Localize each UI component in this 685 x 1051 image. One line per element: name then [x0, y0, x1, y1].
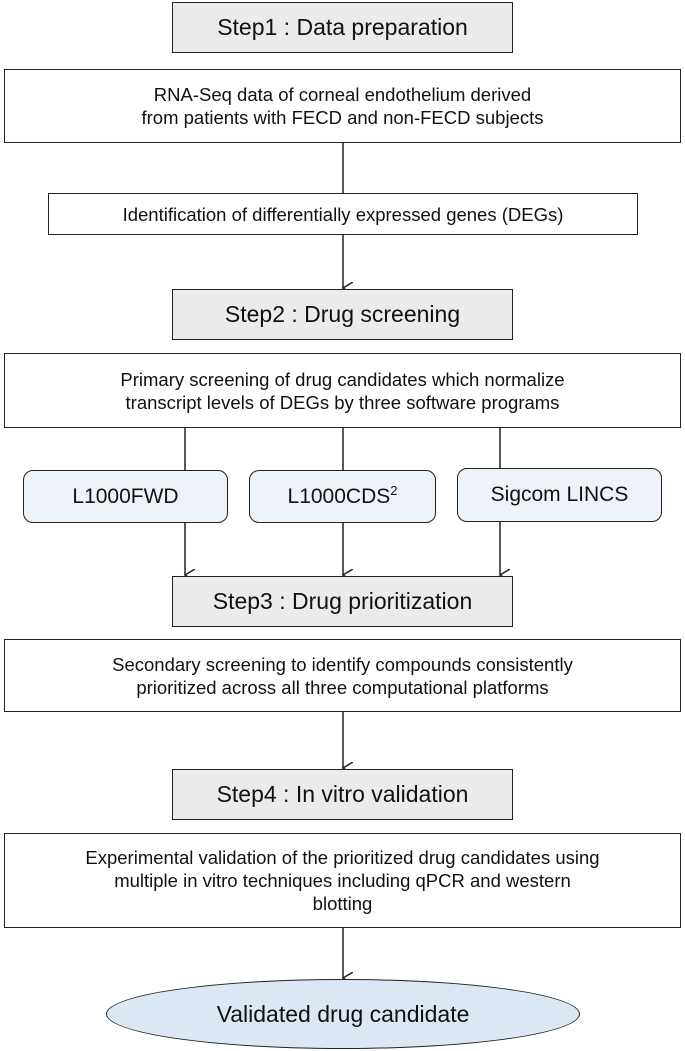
- tool-sigcom-lincs: Sigcom LINCS: [457, 468, 662, 522]
- step1-label: Step1 : Data preparation: [217, 14, 468, 40]
- validated-drug-candidate-oval: Validated drug candidate: [106, 979, 580, 1049]
- tool-l1000cds2-label: L1000CDS2: [287, 482, 398, 509]
- step3-box: Step3 : Drug prioritization: [172, 576, 513, 627]
- step4-label: Step4 : In vitro validation: [216, 781, 469, 807]
- rnaseq-line-2: from patients with FECD and non-FECD sub…: [141, 107, 544, 128]
- tool-l1000cds2: L1000CDS2: [249, 470, 436, 523]
- step1-box: Step1 : Data preparation: [172, 2, 513, 53]
- degs-label: Identification of differentially express…: [122, 203, 564, 225]
- secondary-line-2: prioritized across all three computation…: [136, 676, 549, 698]
- outcome-label: Validated drug candidate: [216, 1000, 470, 1027]
- tool-sigcom-lincs-label: Sigcom LINCS: [490, 483, 629, 506]
- step3-label: Step3 : Drug prioritization: [212, 588, 473, 614]
- secondary-line-1: Secondary screening to identify compound…: [112, 653, 573, 675]
- tool-l1000fwd-label: L1000FWD: [72, 484, 179, 508]
- step2-label: Step2 : Drug screening: [224, 301, 461, 327]
- experimental-validation-box: Experimental validation of the prioritiz…: [4, 833, 681, 928]
- tool-l1000cds2-base: L1000CDS: [287, 484, 391, 508]
- tool-l1000cds2-superscript: 2: [390, 482, 398, 498]
- experimental-line-3: blotting: [312, 893, 373, 914]
- primary-line-1: Primary screening of drug candidates whi…: [120, 368, 565, 390]
- rnaseq-data-box: RNA-Seq data of corneal endothelium deri…: [4, 69, 681, 143]
- experimental-line-1: Experimental validation of the prioritiz…: [85, 847, 600, 868]
- tool-l1000fwd: L1000FWD: [23, 470, 228, 523]
- step4-box: Step4 : In vitro validation: [172, 769, 513, 820]
- primary-line-2: transcript levels of DEGs by three softw…: [125, 391, 560, 413]
- degs-box: Identification of differentially express…: [48, 193, 638, 235]
- primary-screening-box: Primary screening of drug candidates whi…: [4, 353, 681, 428]
- step2-box: Step2 : Drug screening: [172, 289, 513, 340]
- secondary-screening-box: Secondary screening to identify compound…: [4, 639, 681, 712]
- experimental-line-2: multiple in vitro techniques including q…: [114, 870, 571, 891]
- rnaseq-line-1: RNA-Seq data of corneal endothelium deri…: [153, 84, 532, 105]
